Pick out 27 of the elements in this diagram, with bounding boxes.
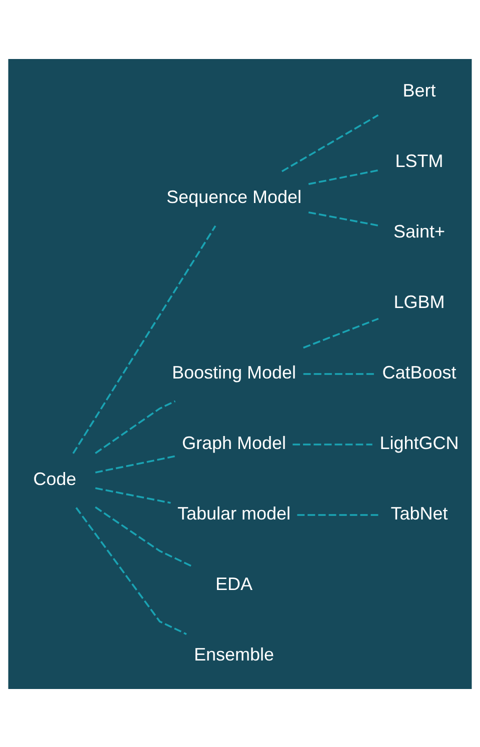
node-text: LightGCN	[380, 432, 459, 453]
node-text: Tabular model	[177, 503, 291, 524]
node-text: LSTM	[395, 150, 444, 171]
connector	[75, 506, 187, 634]
connector	[94, 400, 176, 454]
connector	[308, 210, 379, 226]
connector	[308, 168, 379, 184]
node-text: Bert	[402, 80, 436, 100]
node-text: TabNet	[390, 503, 448, 524]
connector	[303, 372, 376, 374]
node-text: Graph Model	[182, 432, 286, 453]
node-text: EDA	[215, 574, 253, 594]
connector	[72, 224, 216, 454]
node-text: Sequence Model	[166, 186, 302, 207]
node-text: LGBM	[394, 292, 445, 312]
node-text: Code	[33, 468, 76, 489]
node-text: Ensemble	[194, 644, 274, 664]
connector	[292, 443, 372, 445]
connector	[282, 114, 379, 172]
connector	[303, 317, 379, 348]
node-text: CatBoost	[382, 362, 456, 382]
connector	[297, 514, 378, 516]
connector	[95, 486, 171, 504]
connector	[94, 506, 194, 568]
node-text: Boosting Model	[172, 362, 296, 382]
node-text: Saint+	[393, 221, 446, 242]
connector	[95, 454, 176, 473]
